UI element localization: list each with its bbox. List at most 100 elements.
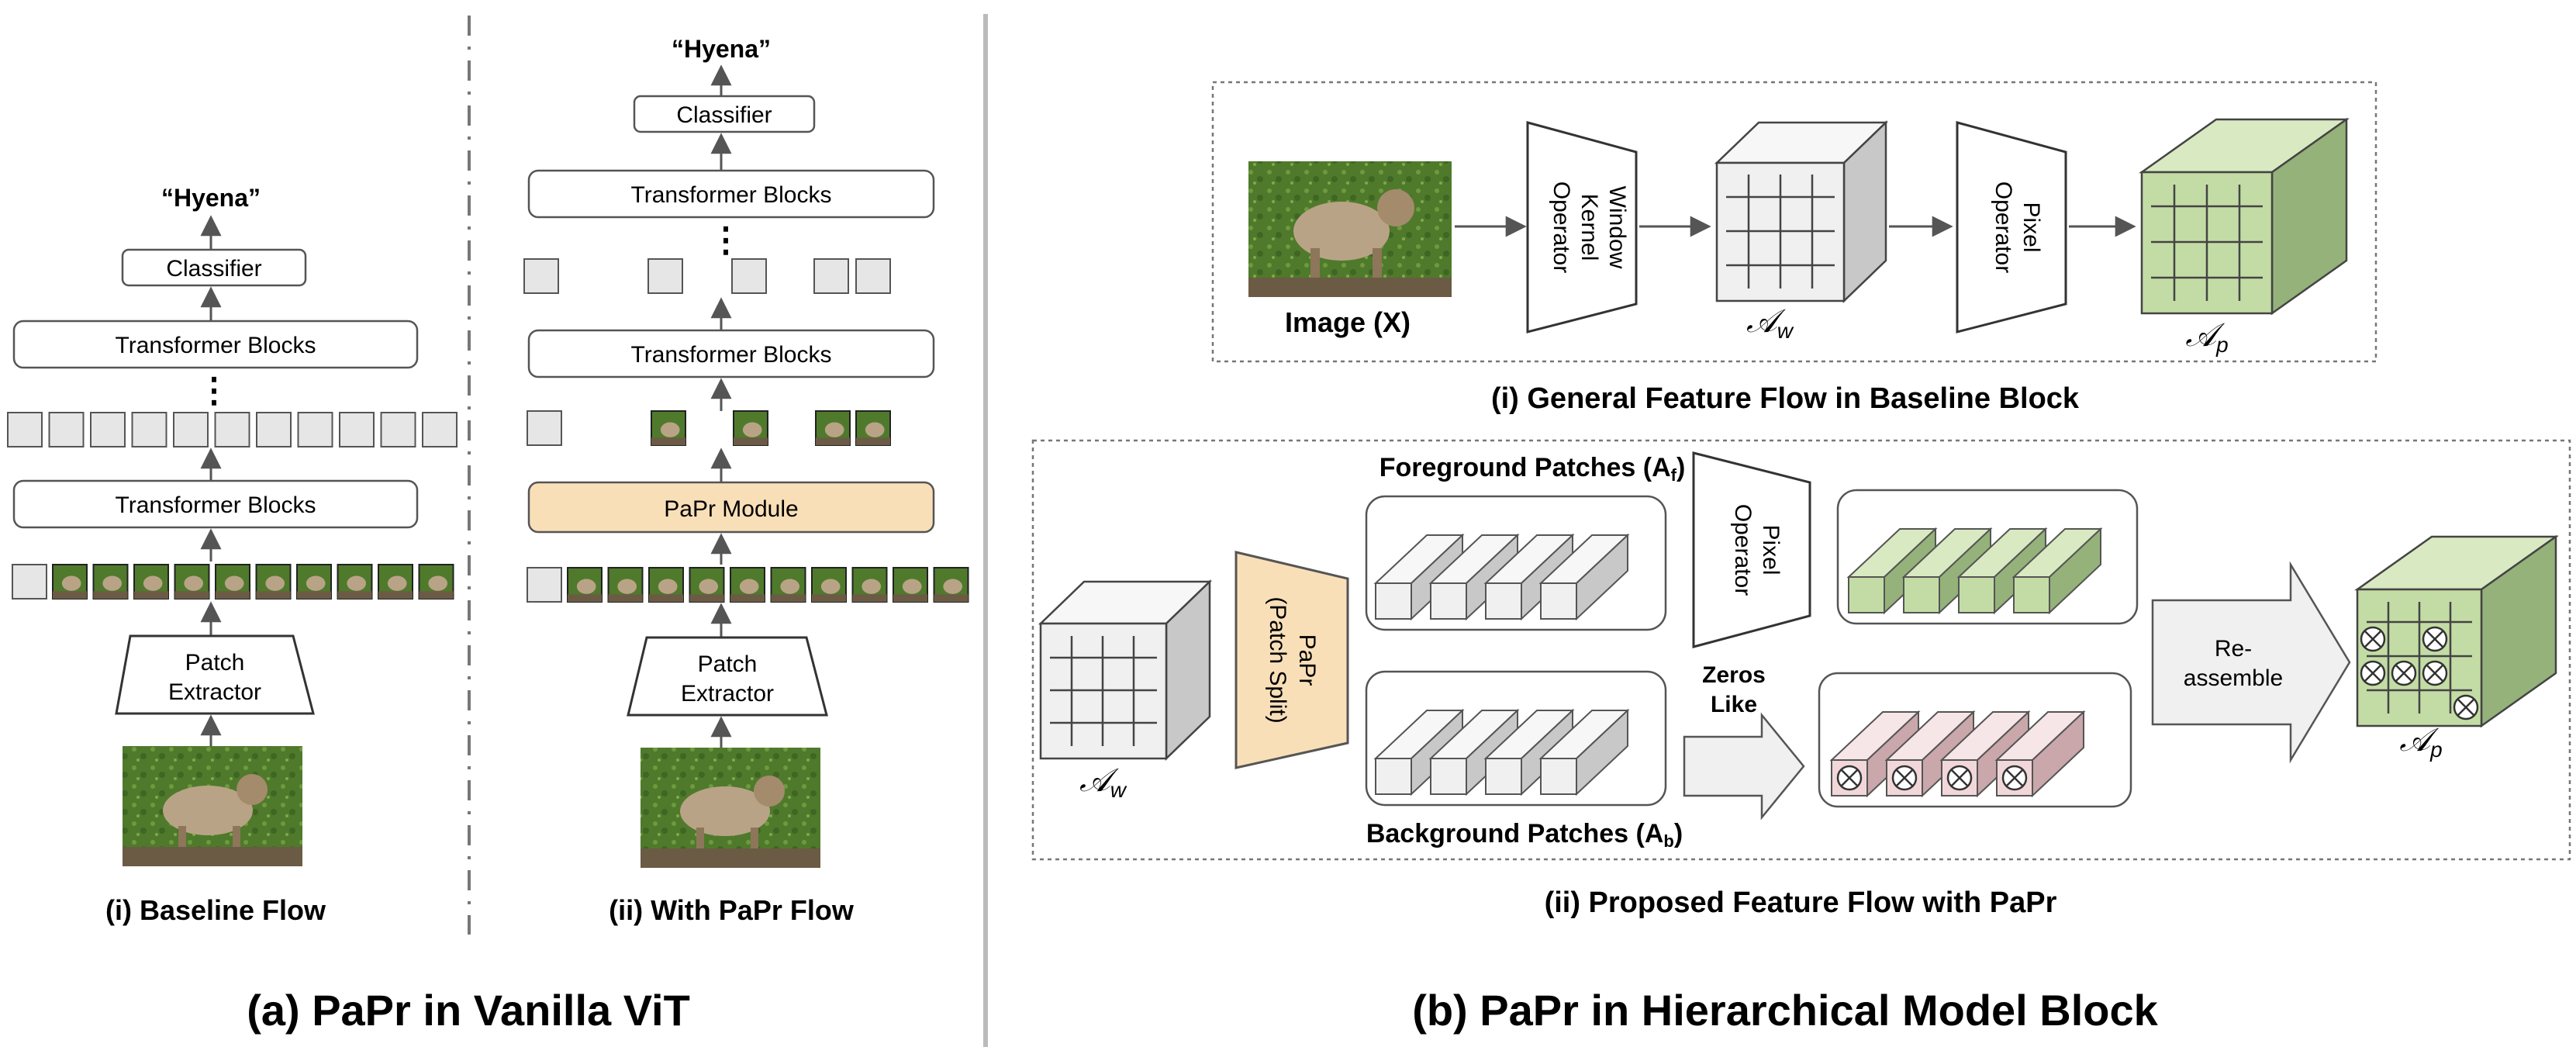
zero-icon: [1836, 765, 1863, 791]
image-patch: [296, 564, 332, 600]
image-patch: [174, 564, 210, 600]
zeros-like-arrow: [1683, 712, 1805, 821]
window-op-line2: Kernel: [1576, 194, 1602, 261]
papr-split-line1: PaPr: [1294, 634, 1320, 686]
baseline-patch-extractor: [115, 634, 315, 715]
image-patch: [855, 410, 891, 446]
ap-cube-general: [2139, 117, 2350, 316]
image-patch: [770, 567, 806, 603]
token: [422, 412, 458, 447]
papr-hyena-image: [641, 748, 820, 868]
token: [256, 412, 292, 447]
panel-b-title: (b) PaPr in Hierarchical Model Block: [1412, 986, 2158, 1035]
background-bars: [1373, 708, 1630, 796]
baseline-patch-extractor-line1: Patch: [185, 650, 245, 676]
zeros-like-line1: Zeros: [1702, 662, 1766, 688]
papr-classifier-box: [633, 95, 816, 133]
papr-patch-split: [1234, 551, 1349, 769]
baseline-image-patch-row: [12, 564, 454, 600]
aw-cube-proposed: [1038, 579, 1213, 761]
ap-zero-markers: [2360, 626, 2479, 720]
window-kernel-operator: [1526, 121, 1638, 333]
papr-classifier-label: Classifier: [676, 102, 772, 128]
papr-image-patch-row: [527, 567, 969, 603]
papr-ellipsis: ⋮: [709, 221, 743, 259]
token: [48, 412, 85, 447]
window-op-line1: Window: [1604, 186, 1630, 269]
pixel-op-general-line1: Pixel: [2018, 202, 2044, 252]
image-patch: [893, 567, 928, 603]
window-op-line3: Operator: [1549, 181, 1574, 273]
token: [813, 258, 849, 294]
patch-bar: [2011, 527, 2103, 615]
papr-module-box: [527, 481, 935, 534]
pixel-operator-general: [1956, 121, 2067, 333]
papr-module-label: PaPr Module: [664, 496, 798, 522]
general-feature-flow: Image (X) Window Kernel Operator 𝒜w Pixe…: [1211, 81, 2377, 415]
image-patch: [418, 564, 454, 600]
papr-patch-extractor: [627, 636, 828, 717]
baseline-hyena-image: [123, 746, 302, 866]
processed-foreground-bars: [1846, 527, 2103, 615]
papr-patch-extractor-line2: Extractor: [681, 681, 774, 707]
token: [527, 567, 562, 603]
ap-label-general: 𝒜p: [2185, 316, 2228, 357]
patch-bar: [1538, 533, 1630, 621]
image-patch: [567, 567, 603, 603]
papr-split-line2: (Patch Split): [1265, 596, 1290, 723]
papr-transformer-top-box: [527, 169, 935, 219]
image-patch: [52, 564, 88, 600]
image-patch: [133, 564, 169, 600]
token: [297, 412, 333, 447]
zero-icon: [2360, 660, 2386, 686]
image-patch: [607, 567, 644, 603]
baseline-ellipsis: ⋮: [197, 371, 231, 409]
image-x-label: Image (X): [1285, 306, 1411, 338]
patch-bar: [1994, 710, 2086, 798]
image-patch: [648, 567, 684, 603]
baseline-output-label: “Hyena”: [161, 184, 261, 212]
token: [131, 412, 167, 447]
token: [855, 258, 891, 294]
baseline-transformer-bottom-label: Transformer Blocks: [116, 492, 316, 518]
token: [647, 258, 683, 294]
general-caption: (i) General Feature Flow in Baseline Blo…: [1491, 382, 2080, 415]
background-patches-label: Background Patches (Ab): [1366, 819, 1683, 851]
papr-sparse-image-patch-row: [527, 410, 891, 446]
token: [527, 410, 562, 446]
zero-icon: [1946, 765, 1973, 791]
zeros-like-line2: Like: [1711, 692, 1757, 717]
zero-icon: [2001, 765, 2028, 791]
baseline-transformer-top-box: [12, 320, 419, 369]
general-input-image: [1248, 161, 1452, 297]
token: [214, 412, 250, 447]
aw-label-proposed: 𝒜w: [1079, 762, 1127, 802]
papr-flow: “Hyena” Classifier Transformer Blocks ⋮ …: [523, 35, 969, 926]
zero-icon: [2360, 626, 2386, 652]
papr-transformer-bottom-label: Transformer Blocks: [631, 342, 832, 368]
token: [339, 412, 375, 447]
baseline-caption: (i) Baseline Flow: [105, 894, 326, 926]
proposed-caption: (ii) Proposed Feature Flow with PaPr: [1545, 886, 2057, 919]
image-patch: [651, 410, 686, 446]
baseline-flow: “Hyena” Classifier Transformer Blocks ⋮ …: [7, 184, 458, 926]
papr-output-label: “Hyena”: [672, 35, 771, 63]
baseline-patch-extractor-line2: Extractor: [168, 679, 261, 705]
baseline-transformer-bottom-box: [12, 479, 419, 529]
pixel-operator-proposed: [1692, 451, 1811, 648]
ap-cube-proposed: [2354, 534, 2559, 728]
pixel-op-proposed-line2: Operator: [1730, 504, 1756, 596]
image-patch: [378, 564, 413, 600]
token: [523, 258, 559, 294]
image-patch: [851, 567, 888, 603]
zero-icon: [2422, 660, 2448, 686]
image-patch: [337, 564, 373, 600]
zero-icon: [2391, 660, 2417, 686]
zero-icon: [1891, 765, 1918, 791]
image-patch: [811, 567, 847, 603]
image-patch: [689, 567, 725, 603]
papr-transformer-bottom-box: [527, 329, 935, 378]
papr-patch-extractor-line1: Patch: [698, 651, 758, 677]
aw-cube: [1714, 120, 1889, 303]
